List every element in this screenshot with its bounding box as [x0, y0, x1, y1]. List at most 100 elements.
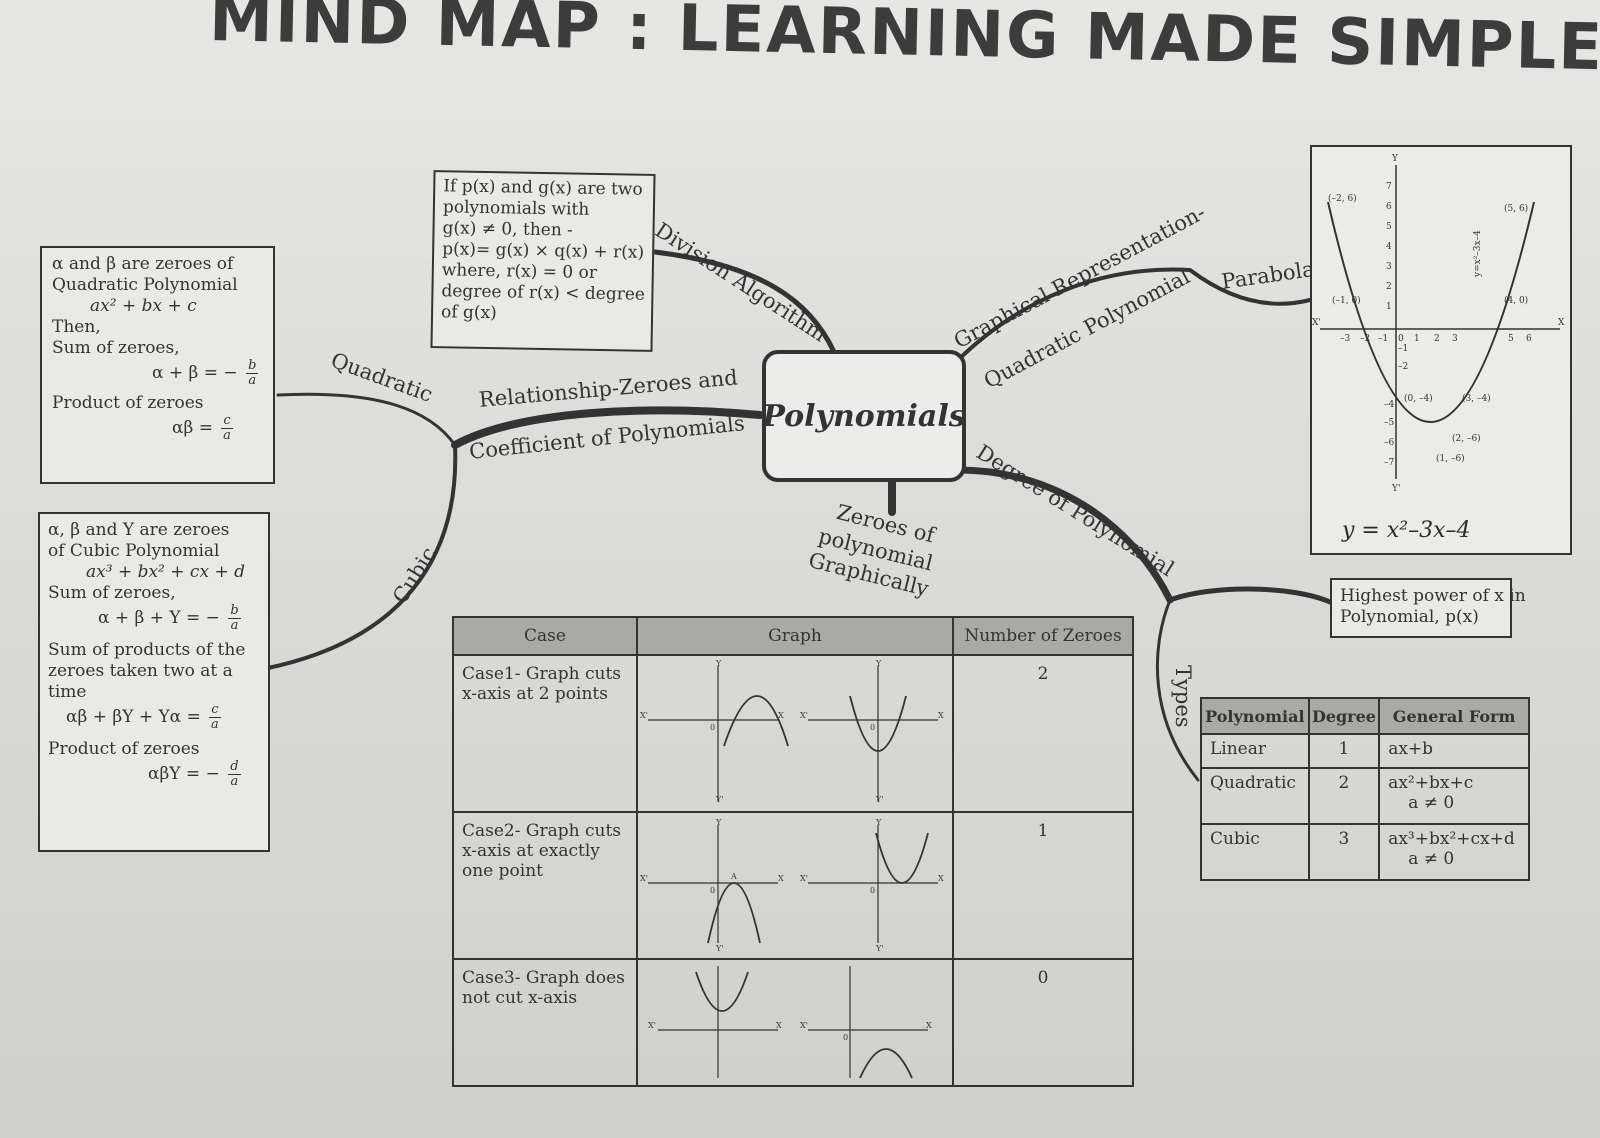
degree-cell: 1	[1307, 733, 1381, 769]
line-degree	[954, 466, 1174, 604]
column-header: Degree	[1307, 697, 1381, 735]
graph-cell: X' X Y Y' 0 X' X Y Y' 0	[636, 654, 954, 813]
axis-label-yp: Y'	[1391, 484, 1400, 494]
axis-label: Y'	[875, 795, 883, 804]
y-tick: –5	[1384, 418, 1395, 428]
table-row: Linear 1 ax+b	[1200, 733, 1530, 769]
cubic-product-lhs: αβΥ = −	[148, 764, 220, 784]
case-cell: Case2- Graph cuts x-axis at exactly one …	[452, 811, 638, 960]
case-cell: Case1- Graph cuts x-axis at 2 points	[452, 654, 638, 813]
point-label: (5, 6)	[1504, 203, 1528, 214]
polynomial-types-table: Polynomial Degree General Form Linear 1 …	[1200, 697, 1530, 881]
cubic-text: α, β and Υ are zeroes	[48, 520, 230, 540]
line-division	[652, 249, 837, 355]
axis-label-xp: X'	[1312, 318, 1321, 328]
column-header: Graph	[636, 616, 954, 656]
point-label: (4, 0)	[1504, 295, 1528, 306]
zeroes-count-cell: 0	[952, 958, 1134, 1087]
case-cell: Case3- Graph does not cut x-axis	[452, 958, 638, 1087]
axis-label: Y	[715, 659, 722, 668]
point-label: (–2, 6)	[1328, 193, 1357, 204]
axis-label: Y'	[715, 795, 723, 804]
table-row: Case1- Graph cuts x-axis at 2 points X' …	[452, 654, 1134, 813]
form-condition: a ≠ 0	[1408, 849, 1455, 869]
division-algorithm-box: If p(x) and g(x) are two polynomials wit…	[430, 170, 656, 352]
x-tick: –2	[1360, 334, 1370, 344]
degree-cell: 2	[1307, 767, 1381, 825]
fraction-numerator: c	[221, 413, 233, 429]
origin-label: 0	[1398, 334, 1404, 344]
axis-label: X	[938, 711, 944, 720]
column-header: Number of Zeroes	[952, 616, 1134, 656]
graph-cell: X' X X' X 0	[636, 958, 954, 1087]
x-tick: 1	[1414, 334, 1420, 344]
fraction-denominator: a	[230, 774, 239, 789]
column-header: General Form	[1378, 697, 1530, 735]
point-label: (1, –6)	[1436, 453, 1465, 464]
y-tick: 6	[1386, 202, 1392, 212]
axis-label: X	[778, 874, 784, 883]
general-form-cell: ax+b	[1378, 733, 1530, 769]
general-form: ax²+bx+c	[1388, 773, 1474, 793]
fraction-denominator: a	[210, 717, 219, 732]
y-tick: 1	[1386, 302, 1392, 312]
y-tick: –4	[1384, 400, 1395, 410]
degree-definition-text: Polynomial, p(x)	[1340, 607, 1479, 627]
fraction-numerator: c	[209, 702, 221, 718]
point-label: (–1, 0)	[1332, 295, 1361, 306]
degree-definition-text: Highest power of x in	[1340, 586, 1526, 606]
quadratic-text: Sum of zeroes,	[52, 338, 180, 358]
fraction-numerator: d	[228, 759, 241, 775]
curve-label: y=x²–3x–4	[1473, 230, 1483, 278]
axis-label: X	[776, 1021, 782, 1030]
cubic-sum-lhs: α + β + Υ = −	[98, 608, 220, 628]
case3-graphs: X' X X' X 0	[648, 966, 932, 1079]
line-quadratic	[276, 392, 457, 447]
fraction-numerator: b	[246, 358, 259, 374]
table-header-row: Polynomial Degree General Form	[1200, 697, 1530, 735]
degree-definition-box: Highest power of x in Polynomial, p(x)	[1330, 578, 1526, 638]
y-tick: 7	[1386, 182, 1392, 192]
general-form: ax+b	[1388, 739, 1434, 759]
origin-label: 0	[710, 886, 715, 895]
axis-label: X'	[640, 711, 648, 720]
product-formula-lhs: αβ =	[172, 418, 213, 438]
form-condition: a ≠ 0	[1408, 793, 1455, 813]
cubic-text: Sum of products of the	[48, 640, 246, 660]
cubic-pairs-lhs: αβ + βΥ + Υα =	[66, 707, 201, 727]
point-label: (3, –4)	[1462, 393, 1491, 404]
parabola-labels: Y Y' X' X 0 (–2, 6) (5, 6) (–1, 0) (4, 0…	[1312, 154, 1565, 494]
quadratic-relation-box: α and β are zeroes of Quadratic Polynomi…	[40, 246, 275, 484]
table-row: Case2- Graph cuts x-axis at exactly one …	[452, 811, 1134, 960]
axis-label-y: Y	[1391, 154, 1399, 164]
cubic-text: time	[48, 682, 87, 702]
x-tick: 3	[1452, 334, 1458, 344]
cubic-polynomial-expression: ax³ + bx² + cx + d	[86, 562, 245, 582]
point-label: (0, –4)	[1404, 393, 1433, 404]
origin-label: 0	[710, 723, 715, 732]
x-tick: –1	[1378, 334, 1388, 344]
fraction-denominator: a	[230, 618, 239, 633]
x-tick: 5	[1508, 334, 1514, 344]
graph-cell: X' X Y Y' 0 A X' X Y Y' 0	[636, 811, 954, 960]
quadratic-text: Product of zeroes	[52, 393, 204, 413]
axis-label: X	[778, 711, 784, 720]
cubic-text: Sum of zeroes,	[48, 583, 176, 603]
degree-cell: 3	[1307, 823, 1381, 881]
line-graphical	[956, 267, 1312, 362]
quadratic-polynomial-expression: ax² + bx + c	[90, 296, 197, 316]
case1-graphs: X' X Y Y' 0 X' X Y Y' 0	[640, 659, 944, 804]
cubic-text: zeroes taken two at a	[48, 661, 233, 681]
